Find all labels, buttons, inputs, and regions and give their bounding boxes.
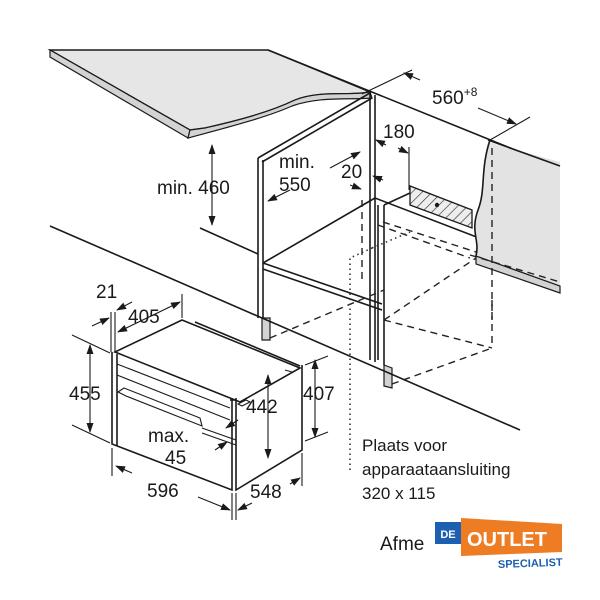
dim-side-depth: 405	[128, 307, 160, 328]
outlet-area	[409, 185, 473, 229]
dimension-lines	[71, 69, 531, 520]
note-line-2: apparaataansluiting	[362, 460, 510, 479]
dim-depth: 548	[250, 482, 282, 503]
cabinet-frame	[257, 92, 501, 389]
dim-front-offset: 21	[96, 282, 117, 303]
outlet-dot	[434, 202, 440, 208]
dim-handle-prefix: max.	[148, 426, 189, 447]
dim-rear-height: 407	[303, 384, 335, 405]
outlet-specialist-logo: DE OUTLET SPECIALIST	[435, 518, 563, 571]
floor-line	[49, 225, 521, 431]
dim-handle-value: 45	[165, 448, 186, 469]
dim-width: 596	[147, 481, 179, 502]
logo-specialist: SPECIALIST	[498, 557, 563, 571]
logo-de: DE	[440, 529, 455, 541]
dim-min-depth-value: 550	[279, 175, 311, 196]
logo-outlet: OUTLET	[467, 529, 547, 551]
side-wall	[469, 139, 561, 320]
countertop	[47, 48, 541, 161]
dim-outlet-offset: 180	[383, 122, 415, 143]
niche-outline	[269, 200, 493, 470]
diagram-title-partial: Afme	[380, 534, 424, 555]
dim-gap: 20	[341, 162, 362, 183]
dim-front-height: 455	[69, 384, 101, 405]
note-line-3: 320 x 115	[362, 484, 435, 503]
logo-de-box	[435, 522, 461, 544]
dim-niche-depth: 560+8	[432, 85, 478, 109]
dim-min-height: min. 460	[157, 178, 230, 199]
dim-body-height: 442	[246, 397, 278, 418]
dim-min-depth-prefix: min.	[279, 152, 315, 173]
logo-orange-banner	[461, 518, 562, 556]
note-line-1: Plaats voor	[362, 436, 447, 455]
